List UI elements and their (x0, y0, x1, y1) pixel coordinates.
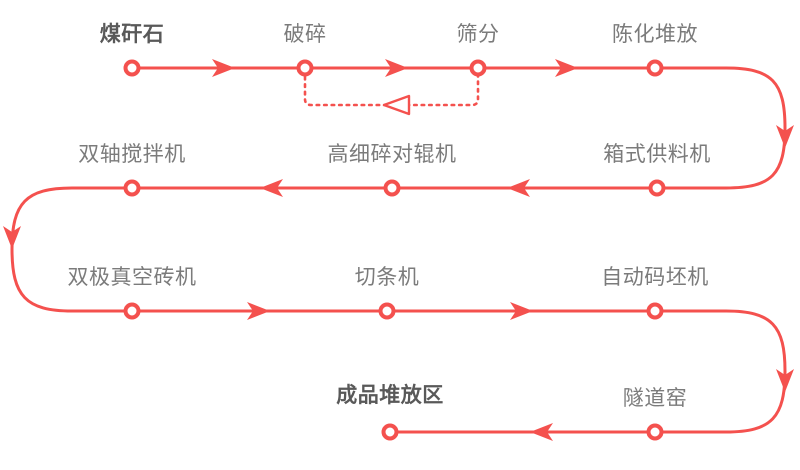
arrowhead-left-r2-b (260, 179, 283, 197)
arrowhead-left-r2-a (507, 179, 530, 197)
node-circle-shaifen[interactable] (469, 59, 487, 77)
node-label-shuangjizhenkongzhuanji: 双极真空砖机 (67, 266, 197, 289)
node-circle-zidongmapeiji[interactable] (646, 302, 664, 320)
node-label-gaoxisuiduigunji: 高细碎对辊机 (327, 143, 457, 166)
node-label-zidongmapeiji: 自动码坯机 (601, 266, 709, 289)
arrowhead-down-uturn-top (776, 125, 794, 148)
arrowhead-right-r1-a (212, 59, 235, 77)
node-label-shuangzhoujiaobanji: 双轴搅拌机 (78, 143, 186, 166)
node-label-shaifen: 筛分 (456, 23, 500, 46)
node-label-qietiaoji: 切条机 (354, 266, 420, 289)
node-label-chenhuaduifang: 陈化堆放 (612, 23, 698, 46)
arrowhead-down-uturn-left (3, 226, 21, 249)
arrowhead-right-r1-b (385, 59, 408, 77)
node-circles (123, 59, 666, 441)
node-circle-gaoxisuiduigunji[interactable] (383, 179, 401, 197)
node-label-meiganshi: 煤矸石 (99, 23, 165, 46)
node-circle-posui[interactable] (296, 59, 314, 77)
node-circle-suidaoyao[interactable] (646, 423, 664, 441)
edge-uturn-left (10, 186, 74, 313)
node-circle-xiangshigongliaoji[interactable] (648, 179, 666, 197)
node-label-posui: 破碎 (283, 23, 327, 46)
node-circle-shuangjizhenkongzhuanji[interactable] (123, 302, 141, 320)
arrowhead-left-r4-a (530, 423, 553, 441)
node-circle-chengpinduifangqu[interactable] (381, 423, 399, 441)
node-circle-qietiaoji[interactable] (378, 302, 396, 320)
feedback-hollow-arrowhead (382, 94, 411, 116)
arrowhead-down-uturn-bottom (776, 369, 794, 392)
node-circle-shuangzhoujiaobanji[interactable] (123, 179, 141, 197)
node-label-xiangshigongliaoji: 箱式供料机 (603, 143, 711, 166)
arrowhead-right-r1-c (555, 59, 578, 77)
edge-uturn-right-bottom (724, 309, 787, 434)
arrowhead-right-r3-a (247, 302, 270, 320)
feedback-dotted-path (303, 72, 480, 107)
node-label-chengpinduifangqu: 成品堆放区 (336, 384, 444, 407)
node-circle-chenhuaduifang[interactable] (646, 59, 664, 77)
edge-uturn-right-top (724, 66, 787, 190)
arrowhead-right-r3-b (510, 302, 533, 320)
node-circle-meiganshi[interactable] (123, 59, 141, 77)
node-label-suidaoyao: 隧道窑 (622, 387, 688, 410)
